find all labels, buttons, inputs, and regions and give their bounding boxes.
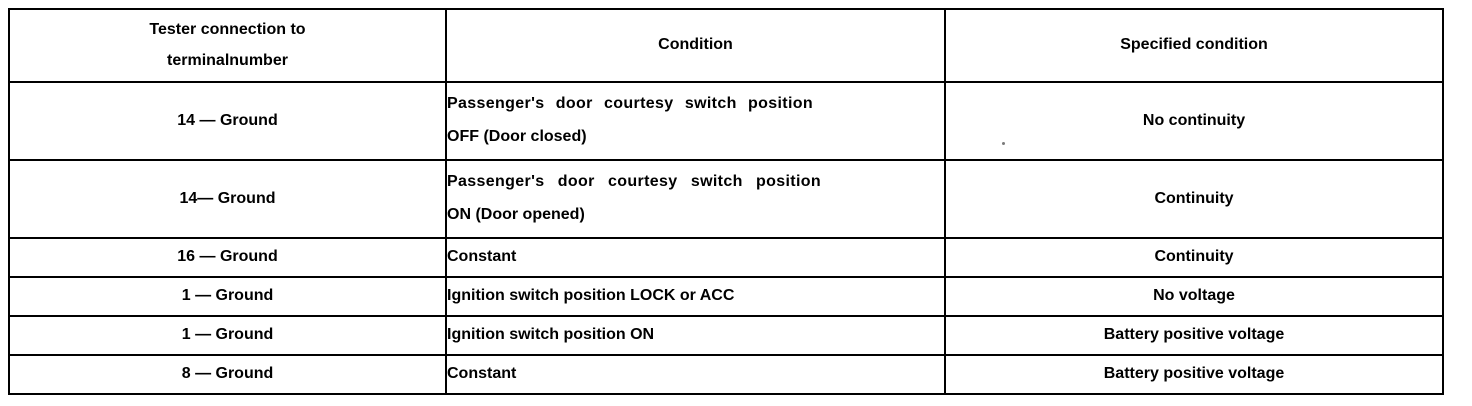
table-row: 14 — Ground Passenger's door courtesy sw…	[8, 81, 1444, 161]
cell-specified-condition: Battery positive voltage	[944, 354, 1444, 395]
cell-specified-condition: Continuity	[944, 159, 1444, 239]
cell-terminal: 1 — Ground	[8, 315, 447, 356]
cell-terminal: 8 — Ground	[8, 354, 447, 395]
cell-condition-line-1: Ignition switch position ON	[447, 326, 655, 344]
cell-condition-line-1: Constant	[447, 248, 517, 266]
column-header-terminal-line-1: Tester connection to	[149, 20, 306, 38]
cell-specified-condition: No continuity	[944, 81, 1444, 161]
inspection-spec-table: Tester connection to terminalnumber Cond…	[8, 8, 1444, 395]
cell-condition: Constant	[445, 354, 946, 395]
table-row: 1 — Ground Ignition switch position ON B…	[8, 315, 1444, 356]
cell-condition: Ignition switch position ON	[445, 315, 946, 356]
cell-condition-line-2: ON (Door opened)	[447, 206, 585, 223]
cell-condition-line-1: Passenger's door courtesy switch positio…	[447, 173, 822, 191]
cell-specified-condition: Battery positive voltage	[944, 315, 1444, 356]
column-header-condition-label: Condition	[658, 36, 733, 54]
cell-condition-line-1: Ignition switch position LOCK or ACC	[447, 287, 735, 305]
cell-condition: Constant	[445, 237, 946, 278]
table-row: 14— Ground Passenger's door courtesy swi…	[8, 159, 1444, 239]
cell-condition: Passenger's door courtesy switch positio…	[445, 81, 946, 161]
column-header-condition: Condition	[445, 8, 946, 83]
column-header-specified-condition: Specified condition	[944, 8, 1444, 83]
cell-terminal: 14— Ground	[8, 159, 447, 239]
cell-terminal: 16 — Ground	[8, 237, 447, 278]
cell-condition: Ignition switch position LOCK or ACC	[445, 276, 946, 317]
cell-condition-line-1: Passenger's door courtesy switch positio…	[447, 95, 814, 113]
column-header-specified-condition-label: Specified condition	[1120, 36, 1268, 54]
column-header-terminal: Tester connection to terminalnumber	[8, 8, 447, 83]
scan-artifact-speck	[1002, 142, 1005, 145]
cell-condition-line-1: Constant	[447, 365, 517, 383]
cell-specified-condition: No voltage	[944, 276, 1444, 317]
table-row: 1 — Ground Ignition switch position LOCK…	[8, 276, 1444, 317]
table-row: 8 — Ground Constant Battery positive vol…	[8, 354, 1444, 395]
cell-terminal: 14 — Ground	[8, 81, 447, 161]
table-row: 16 — Ground Constant Continuity	[8, 237, 1444, 278]
column-header-terminal-line-2: terminalnumber	[167, 51, 288, 69]
cell-condition-line-2: OFF (Door closed)	[447, 128, 587, 145]
table-header-row: Tester connection to terminalnumber Cond…	[8, 8, 1444, 83]
cell-condition: Passenger's door courtesy switch positio…	[445, 159, 946, 239]
cell-terminal: 1 — Ground	[8, 276, 447, 317]
cell-specified-condition: Continuity	[944, 237, 1444, 278]
